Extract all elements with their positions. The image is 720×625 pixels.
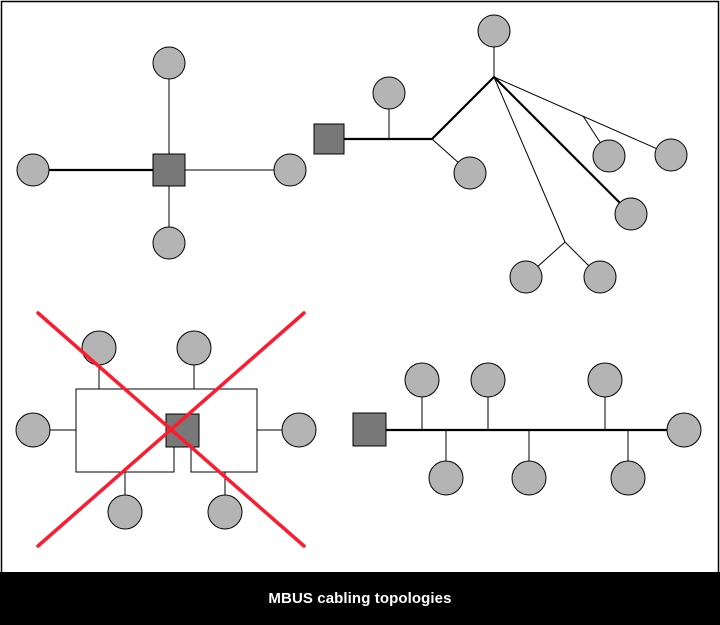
loop-device-bottom-left (107, 494, 143, 530)
star-device-top (152, 46, 186, 80)
bus-master-square (352, 412, 387, 447)
cross-out-mark (36, 311, 306, 548)
tree-main-branch (431, 76, 495, 140)
caption-background (0, 572, 720, 625)
bus-device-1 (404, 362, 440, 398)
loop-device-top-right (176, 330, 212, 366)
figure-caption: MBUS cabling topologies (268, 590, 452, 607)
tree-device-f (614, 197, 648, 231)
tree-device-d (592, 139, 626, 173)
tree-master-square (313, 123, 345, 155)
bus-device-5 (511, 460, 547, 496)
loop-device-bottom-right (207, 494, 243, 530)
tree-device-h (583, 260, 617, 294)
tree-device-a (372, 76, 406, 110)
tree-branch-down (493, 76, 566, 243)
star-topology (33, 63, 290, 243)
loop-device-right (281, 412, 317, 448)
star-device-bottom (152, 226, 186, 260)
star-device-right (273, 153, 307, 187)
tree-device-e (654, 138, 688, 172)
cross-out-stroke-2 (36, 311, 306, 548)
tree-branch-thick (493, 76, 632, 215)
tree-device-c (477, 14, 511, 48)
bus-device-6 (610, 460, 646, 496)
bus-device-end (666, 412, 702, 448)
caption-bar: MBUS cabling topologies (0, 572, 720, 625)
star-master-square (152, 153, 186, 187)
tree-device-b (453, 156, 487, 190)
loop-cable (75, 388, 258, 473)
bus-device-2 (470, 362, 506, 398)
star-device-left (16, 153, 50, 187)
bus-device-3 (587, 362, 623, 398)
tree-branch-far (493, 76, 672, 156)
bus-device-4 (428, 460, 464, 496)
tree-device-g (509, 260, 543, 294)
loop-device-left (15, 412, 51, 448)
loop-device-top-left (81, 330, 117, 366)
